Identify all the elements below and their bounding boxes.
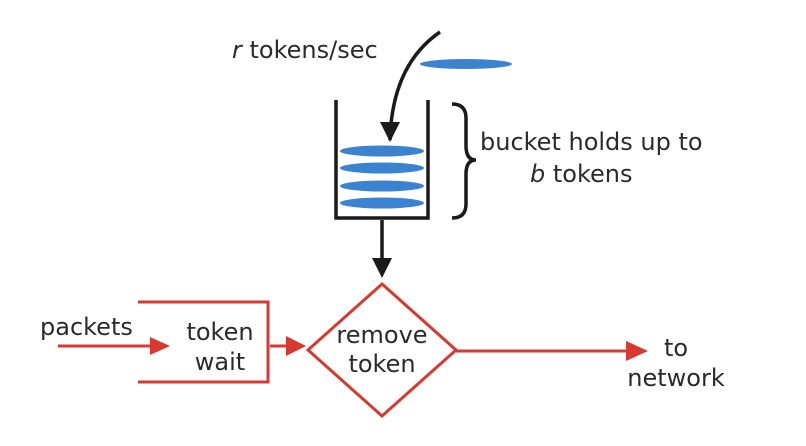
incoming-token [420,59,512,69]
bucket-tokens-text: tokens [545,160,632,188]
remove-token-diamond [305,281,459,419]
packets-arrowhead [150,337,170,355]
bucket-token [340,197,424,209]
bucket-token [340,162,424,174]
token-wait-label-line2: wait [195,348,245,376]
packets-label: packets [40,313,133,341]
rate-variable: r [232,36,244,64]
to-network-arrowhead [626,341,648,361]
rate-text: tokens/sec [242,36,378,64]
bucket-output-arrowhead [372,258,392,278]
token-wait-queue [138,300,270,384]
token-wait-label-line1: token [186,318,253,346]
queue-to-remove-arrowhead [286,336,306,356]
bucket-token [340,180,424,192]
remove-token-label-line2: token [348,350,415,378]
token-inflow-arrowhead [380,122,400,142]
to-network-label-line2: network [627,364,725,392]
bucket-capacity-label-line2: b tokens [530,160,632,188]
bucket-token [340,145,424,157]
curly-brace [451,102,477,220]
token-rate-label: r tokens/sec [232,36,378,64]
remove-token-label-line1: remove [336,321,427,349]
bucket-variable: b [530,160,545,188]
bucket [334,100,430,220]
bucket-capacity-label-line1: bucket holds up to [480,128,703,156]
to-network-label-line1: to [664,334,688,362]
